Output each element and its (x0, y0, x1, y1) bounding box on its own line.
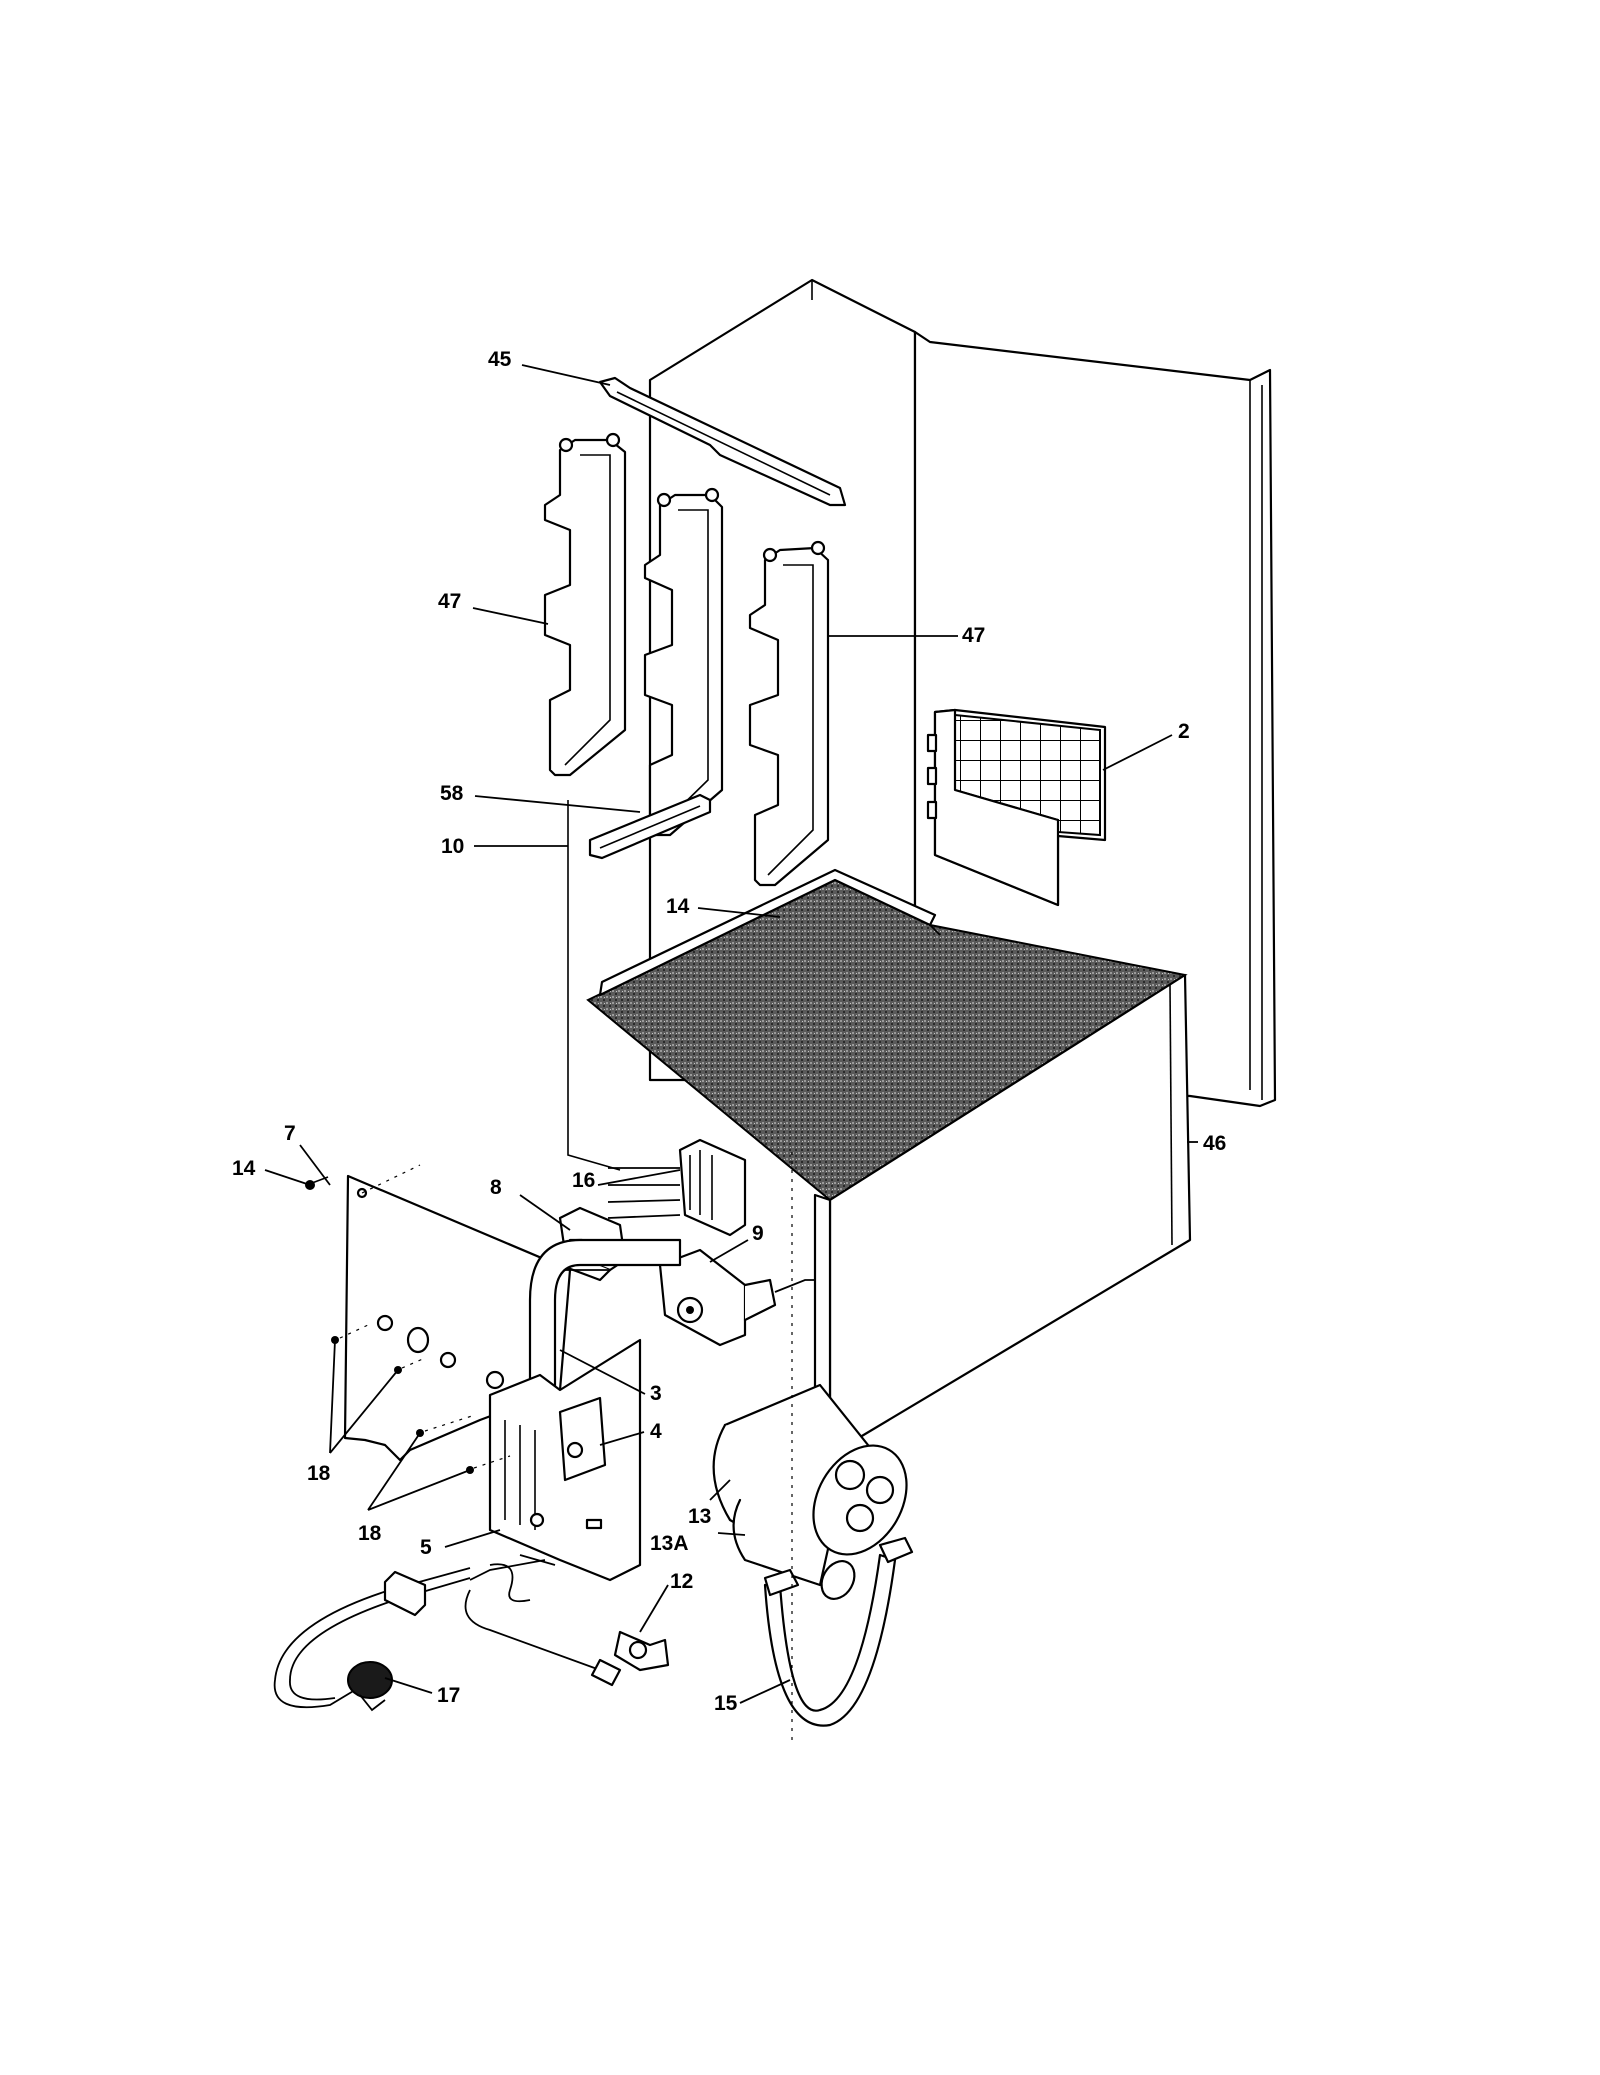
callout-47-left: 47 (438, 590, 461, 613)
coil-assembly (586, 868, 1188, 1202)
leader-lines (264, 364, 1198, 1704)
callout-17: 17 (437, 1684, 460, 1707)
air-filter (926, 708, 1107, 907)
callout-13a: 13A (650, 1532, 689, 1555)
callout-47-right: 47 (962, 624, 985, 647)
wire-harness (464, 1554, 622, 1687)
callout-14-top: 14 (666, 895, 690, 918)
callout-14-left: 14 (232, 1157, 256, 1180)
deflector-bracket-left (543, 432, 627, 777)
mounting-strap (763, 1536, 914, 1727)
callout-58: 58 (440, 782, 464, 805)
power-cord (273, 1567, 471, 1712)
callout-18-lower: 18 (358, 1522, 382, 1545)
compressor-cylinders (712, 1383, 908, 1600)
callout-5: 5 (420, 1536, 432, 1559)
callout-16: 16 (572, 1169, 595, 1192)
callout-46: 46 (1203, 1132, 1226, 1155)
evaporator-frame-edge (567, 800, 621, 1171)
callout-15: 15 (714, 1692, 738, 1715)
callout-2: 2 (1178, 720, 1190, 743)
top-baffle-bar (598, 376, 847, 507)
callout-45: 45 (488, 348, 512, 371)
callout-9: 9 (752, 1222, 764, 1245)
temperature-sensor (613, 1630, 670, 1672)
deflector-bracket-right (748, 540, 830, 887)
terminal-block (607, 1138, 747, 1237)
thermostat-assembly (658, 1248, 816, 1465)
callout-7: 7 (284, 1122, 296, 1145)
callout-18-upper: 18 (307, 1462, 331, 1485)
callout-labels: 45 47 47 2 58 10 14 46 7 14 16 8 9 3 4 1… (232, 348, 1226, 1715)
callout-4: 4 (650, 1420, 662, 1443)
callout-3: 3 (650, 1382, 662, 1405)
control-mounting-bracket (488, 1338, 642, 1582)
callout-10: 10 (441, 835, 464, 858)
callout-12: 12 (670, 1570, 693, 1593)
callout-8: 8 (490, 1176, 502, 1199)
callout-13: 13 (688, 1505, 711, 1528)
strip-58 (588, 793, 712, 860)
